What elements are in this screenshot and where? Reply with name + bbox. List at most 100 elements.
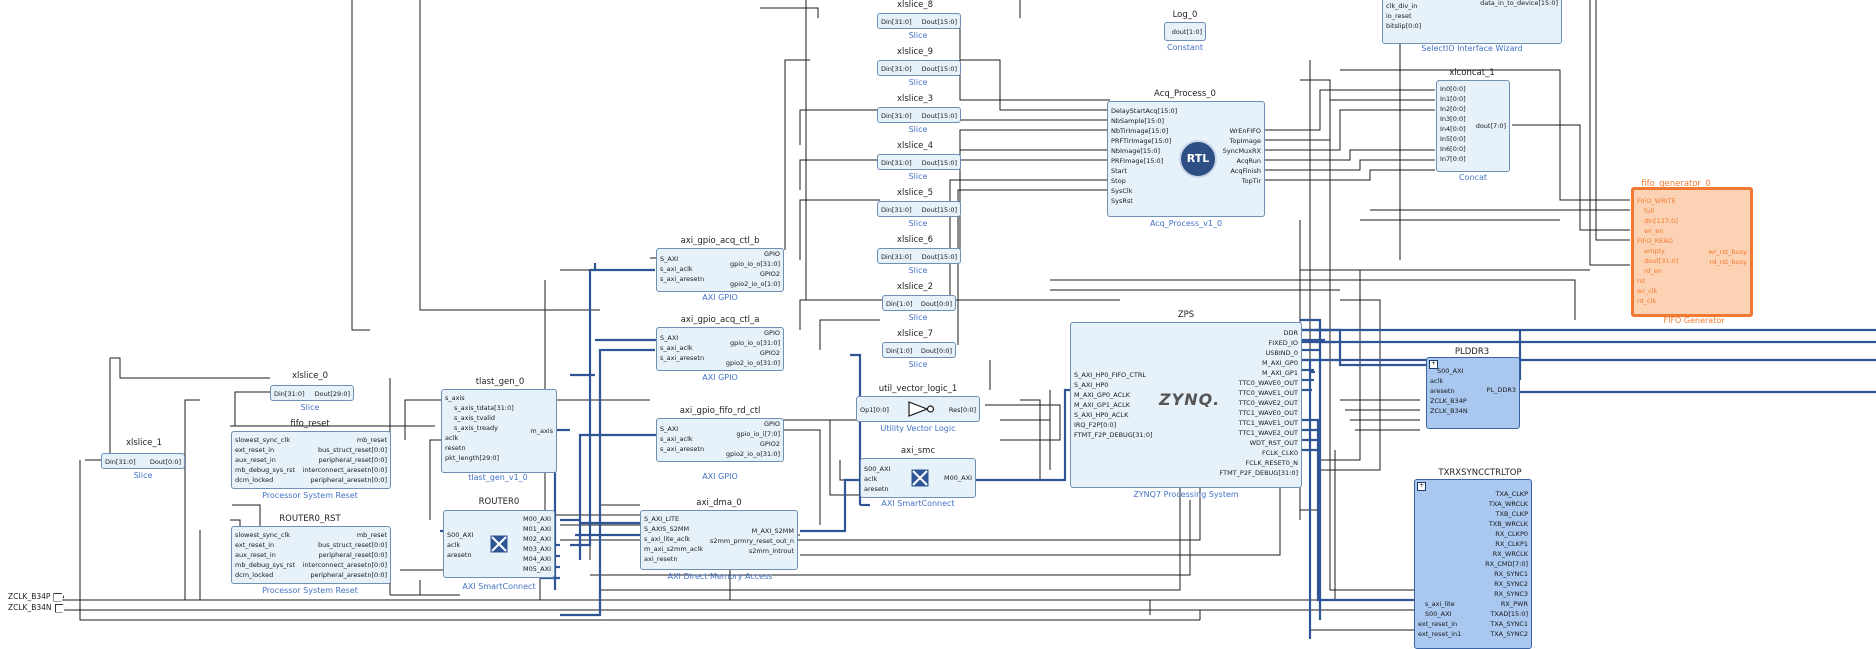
acq-out-1: TopImage (1229, 137, 1261, 145)
xlslice-0-out: Dout[29:0] (314, 390, 350, 398)
zps-out-13: FCLK_RESET0_N (1245, 459, 1299, 467)
acq-in-9: SysRst (1111, 197, 1133, 205)
xlslice-4-out: Dout[15:0] (921, 159, 957, 167)
txrx-out-11: RX_PWR (1500, 600, 1528, 608)
axi-dma-in-1: S_AXIS_S2MM (644, 525, 690, 533)
txrx-out-5: RX_CLKP1 (1495, 540, 1528, 548)
tlast-in-1: s_axis_tdata[31:0] (454, 404, 514, 412)
zps-in-6: FTMT_F2P_DEBUG[31:0] (1074, 431, 1153, 439)
gpio-a-out-2: GPIO2 (759, 349, 780, 357)
gpio-b-in-0: S_AXI (660, 255, 679, 263)
xlslice-1-out: Dout[0:0] (149, 458, 181, 466)
xlslice-5-block[interactable]: Din[31:0] Dout[15:0] (877, 201, 961, 217)
router0-in-1: aclk (447, 541, 461, 549)
xlconcat-1-block[interactable]: In0[0:0] In1[0:0] In2[0:0] In3[0:0] In4[… (1436, 80, 1510, 172)
xlconcat-1-in-3: In3[0:0] (1440, 115, 1466, 123)
zps-in-0: S_AXI_HP0_FIFO_CTRL (1074, 371, 1147, 379)
fifo-name: fifo_generator_0 (1641, 179, 1711, 189)
router0-rst-block[interactable]: slowest_sync_clk ext_reset_in aux_reset_… (231, 526, 391, 584)
xlslice-4-block[interactable]: Din[31:0] Dout[15:0] (877, 154, 961, 170)
gpio-fifo-in-1: s_axi_aclk (660, 435, 693, 443)
xlslice-9-block[interactable]: Din[31:0] Dout[15:0] (877, 60, 961, 76)
fifo-reset-name: fifo_reset (290, 419, 330, 429)
router0-rst-in-2: aux_reset_in (235, 551, 276, 559)
xlslice-3-out: Dout[15:0] (921, 112, 957, 120)
xlslice-7-block[interactable]: Din[1:0] Dout[0:0] (882, 342, 956, 358)
plus-icon[interactable]: + (1417, 482, 1426, 491)
xlslice-1-block[interactable]: Din[31:0] Dout[0:0] (101, 453, 185, 469)
log-0-block[interactable]: dout[1:0] (1164, 22, 1206, 41)
selectio-block[interactable]: clk_in clk_div_in io_reset bitslip[0:0] … (1382, 0, 1562, 44)
gpio-fifo-name: axi_gpio_fifo_rd_ctl (679, 406, 761, 416)
gpio-a-subtitle: AXI GPIO (702, 373, 738, 382)
zps-out-3: M_AXI_GP0 (1261, 359, 1298, 367)
fifo-reset-in-3: mb_debug_sys_rst (235, 466, 295, 474)
xlslice-6-block[interactable]: Din[31:0] Dout[15:0] (877, 248, 961, 264)
rtl-badge-icon: RTL (1179, 140, 1217, 178)
external-port-zclk-b34n[interactable]: ZCLK_B34N (8, 603, 66, 613)
fifo-out-1: rd_rst_busy (1709, 258, 1747, 266)
util-vector-block[interactable]: Op1[0:0] Res[0:0] (856, 396, 980, 422)
xlslice-2-block[interactable]: Din[1:0] Dout[0:0] (882, 295, 956, 311)
zps-block[interactable]: S_AXI_HP0_FIFO_CTRL S_AXI_HP0 M_AXI_GP0_… (1070, 322, 1302, 488)
acq-in-6: Start (1111, 167, 1127, 175)
router0-block[interactable]: S00_AXI aclk aresetn M00_AXI M01_AXI M02… (443, 510, 555, 578)
gpio-b-out-3: gpio2_io_o[1:0] (730, 280, 780, 288)
util-vector-in: Op1[0:0] (860, 406, 889, 414)
gpio-fifo-out-1: gpio_io_i[7:0] (736, 430, 780, 438)
xlslice-3-subtitle: Slice (908, 125, 928, 134)
zps-in-1: S_AXI_HP0 (1074, 381, 1109, 389)
axi-smc-subtitle: AXI SmartConnect (881, 499, 955, 508)
zps-out-12: FCLK_CLK0 (1262, 449, 1298, 457)
selectio-out: data_in_to_device[15:0] (1480, 0, 1558, 7)
log-0-subtitle: Constant (1167, 43, 1203, 52)
axi-smc-block[interactable]: S00_AXI aclk aresetn M00_AXI (860, 458, 976, 498)
log-0-name: Log_0 (1172, 10, 1198, 20)
xlconcat-1-in-2: In2[0:0] (1440, 105, 1466, 113)
acq-in-5: PRFImage[15:0] (1111, 157, 1164, 165)
xlslice-6-subtitle: Slice (908, 266, 928, 275)
fifo-in-9: wr_clk (1637, 287, 1658, 295)
plddr3-block[interactable]: + S00_AXI aclk aresetn ZCLK_B34P ZCLK_B3… (1426, 357, 1520, 429)
selectio-subtitle: SelectIO Interface Wizard (1421, 44, 1523, 53)
router0-rst-in-1: ext_reset_in (235, 541, 275, 549)
xlslice-7-subtitle: Slice (908, 360, 928, 369)
router0-rst-name: ROUTER0_RST (279, 514, 341, 524)
zps-in-4: S_AXI_HP0_ACLK (1074, 411, 1129, 419)
zps-in-3: M_AXI_GP1_ACLK (1074, 401, 1131, 409)
plus-icon[interactable]: + (1429, 360, 1438, 369)
gpio-a-out-3: gpio2_io_o[31:0] (725, 359, 780, 367)
tlast-in-0: s_axis (445, 394, 465, 402)
util-vector-subtitle: Utility Vector Logic (880, 424, 956, 433)
axi-dma-block[interactable]: S_AXI_LITE S_AXIS_S2MM s_axi_lite_aclk m… (640, 510, 798, 570)
plddr3-in-4: ZCLK_B34N (1430, 407, 1468, 415)
port-label: ZCLK_B34N (8, 603, 52, 612)
gpio-a-block[interactable]: S_AXI s_axi_aclk s_axi_aresetn GPIO gpio… (656, 327, 784, 371)
acq-process-block[interactable]: DelayStartAcq[15:0] NbSample[15:0] NbTir… (1107, 101, 1265, 217)
xlslice-5-name: xlslice_5 (896, 188, 934, 198)
gpio-a-name: axi_gpio_acq_ctl_a (680, 315, 760, 325)
tlast-block[interactable]: s_axis s_axis_tdata[31:0] s_axis_tvalid … (441, 389, 557, 473)
acq-out-0: WrEnFIFO (1229, 127, 1261, 135)
txrx-in-1: S00_AXI (1425, 610, 1452, 618)
fifo-reset-out-0: mb_reset (356, 436, 387, 444)
plddr3-name: PLDDR3 (1454, 347, 1490, 357)
acq-out-2: SyncMuxRX (1222, 147, 1261, 155)
xlconcat-1-in-1: In1[0:0] (1440, 95, 1466, 103)
xlslice-0-block[interactable]: Din[31:0] Dout[29:0] (270, 385, 354, 401)
fifo-reset-in-4: dcm_locked (235, 476, 274, 484)
gpio-fifo-block[interactable]: S_AXI s_axi_aclk s_axi_aresetn GPIO gpio… (656, 418, 784, 462)
acq-in-1: NbSample[15:0] (1111, 117, 1165, 125)
xlslice-8-block[interactable]: Din[31:0] Dout[15:0] (877, 13, 961, 29)
acq-in-3: PRFTirImage[15:0] (1111, 137, 1172, 145)
fifo-block[interactable]: FIFO_WRITE full din[127:0] wr_en FIFO_RE… (1631, 187, 1753, 317)
xlslice-1-name: xlslice_1 (125, 438, 163, 448)
fifo-reset-block[interactable]: slowest_sync_clk ext_reset_in aux_reset_… (231, 431, 391, 489)
router0-out-4: M04_AXI (523, 555, 551, 563)
txrx-block[interactable]: + TXA_CLKP TXA_WRCLK TXB_CLKP TXB_WRCLK … (1414, 479, 1532, 649)
gpio-b-block[interactable]: S_AXI s_axi_aclk s_axi_aresetn GPIO gpio… (656, 248, 784, 292)
xlslice-3-block[interactable]: Din[31:0] Dout[15:0] (877, 107, 961, 123)
external-port-zclk-b34p[interactable]: ZCLK_B34P (8, 592, 65, 602)
gpio-b-out-0: GPIO (764, 250, 780, 258)
tlast-in-4: aclk (445, 434, 459, 442)
